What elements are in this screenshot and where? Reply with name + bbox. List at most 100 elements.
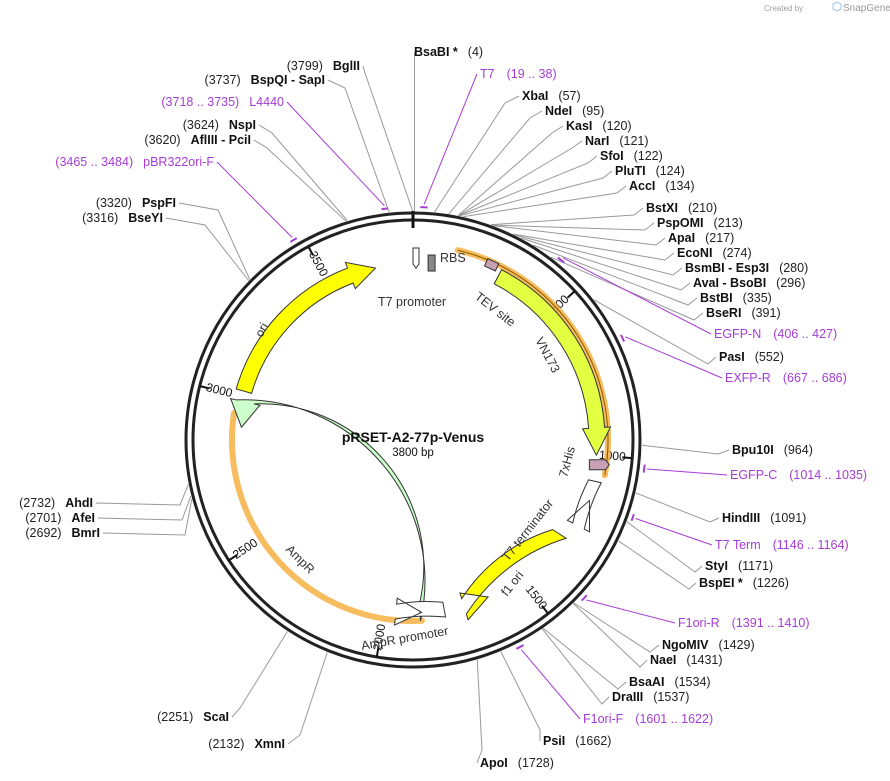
enzyme-position: (2732)	[19, 496, 55, 510]
leader-bstxi	[490, 207, 644, 226]
enzyme-pluti[interactable]: PluTI(124)	[615, 164, 685, 178]
enzyme-naei[interactable]: NaeI (1431)	[650, 653, 723, 667]
enzyme-afei[interactable]: (2701)AfeI	[25, 511, 95, 525]
enzyme-name: NspI	[229, 118, 256, 132]
enzyme-bsabi[interactable]: BsaBI *(4)	[414, 45, 483, 59]
leader-nari	[458, 140, 583, 216]
enzyme-name: PsiI	[543, 734, 565, 748]
enzyme-acci[interactable]: AccI(134)	[629, 179, 695, 193]
enzyme-bseri[interactable]: BseRI(391)	[706, 306, 781, 320]
enzyme-bsmbi-esp3i[interactable]: BsmBI - Esp3I(280)	[685, 261, 808, 275]
enzyme-kasi[interactable]: KasI(120)	[566, 119, 632, 133]
primer-t7[interactable]: T7(19 .. 38)	[480, 67, 557, 81]
enzyme-name: NaeI	[650, 653, 676, 667]
enzyme-position: (1662)	[575, 734, 611, 748]
enzyme-position: (1431)	[686, 653, 722, 667]
primer-leader-f1ori-r	[586, 599, 676, 624]
primer-exfp-r[interactable]: EXFP-R(667 .. 686)	[725, 371, 847, 385]
leader-ngomiv	[573, 602, 660, 653]
enzyme-position: (124)	[656, 164, 685, 178]
enzyme-name: PspOMI	[657, 216, 704, 230]
enzyme-bstbi[interactable]: BstBI(335)	[700, 291, 772, 305]
primer-range: (3718 .. 3735)	[161, 95, 239, 109]
enzyme-bspei[interactable]: BspEI * (1226)	[699, 576, 789, 590]
feature-tev-mark	[483, 258, 500, 272]
enzyme-name: BstXI	[646, 201, 678, 215]
enzyme-styi[interactable]: StyI(1171)	[705, 559, 773, 573]
enzyme-psii[interactable]: PsiI (1662)	[543, 734, 611, 748]
primer-f1ori-f[interactable]: F1ori-F(1601 .. 1622)	[583, 712, 713, 726]
enzyme-avai-bsobi[interactable]: AvaI - BsoBI(296)	[693, 276, 805, 290]
primer-pbr322ori-f[interactable]: (3465 .. 3484)pBR322ori-F	[55, 155, 214, 169]
leader-avai-bsobi	[520, 237, 691, 291]
credit-brand: SnapGene	[843, 3, 890, 14]
primer-mark-t7-term	[630, 513, 635, 522]
enzyme-name: NgoMIV	[662, 638, 709, 652]
leader-bglii	[362, 65, 414, 212]
enzyme-position: (57)	[558, 89, 580, 103]
primer-egfp-c[interactable]: EGFP-C(1014 .. 1035)	[730, 468, 867, 482]
enzyme-apoi[interactable]: ApoI(1728)	[480, 756, 554, 770]
leader-xmni	[287, 652, 328, 745]
enzyme-name: BspEI *	[699, 576, 743, 590]
enzyme-bspqi-sapi[interactable]: (3737)BspQI - SapI	[205, 73, 325, 87]
enzyme-position: (2132)	[208, 737, 244, 751]
enzyme-name: XmnI	[254, 737, 285, 751]
enzyme-position: (1226)	[753, 576, 789, 590]
leader-bsaai	[542, 627, 627, 690]
tick-label-3000: 3000	[205, 380, 235, 400]
tick-2500	[228, 554, 238, 562]
enzyme-position: (3799)	[287, 59, 323, 73]
enzyme-position: (2692)	[25, 526, 61, 540]
primer-egfp-n[interactable]: EGFP-N(406 .. 427)	[714, 327, 837, 341]
primer-f1ori-r[interactable]: F1ori-R(1391 .. 1410)	[678, 616, 810, 630]
enzyme-xbai[interactable]: XbaI(57)	[522, 89, 581, 103]
primer-t7-term[interactable]: T7 Term(1146 .. 1164)	[715, 538, 849, 552]
enzyme-econi[interactable]: EcoNI(274)	[677, 246, 752, 260]
enzyme-name: BspQI - SapI	[251, 73, 325, 87]
feature-label-ori[interactable]: ori	[252, 321, 271, 340]
leader-acci	[463, 185, 627, 218]
leader-bmri	[102, 499, 193, 536]
enzyme-pasi[interactable]: PasI(552)	[719, 350, 784, 364]
primer-l4440[interactable]: (3718 .. 3735)L4440	[161, 95, 284, 109]
enzyme-bmri[interactable]: (2692)BmrI	[25, 526, 100, 540]
enzyme-pspfi[interactable]: (3320)PspFI	[96, 196, 176, 210]
leader-bseyi	[165, 217, 250, 281]
enzyme-hindiii[interactable]: HindIII(1091)	[722, 511, 806, 525]
leader-pluti	[459, 170, 613, 217]
enzyme-bpu10i[interactable]: Bpu10I(964)	[732, 443, 813, 457]
enzyme-nari[interactable]: NarI(121)	[585, 134, 649, 148]
features	[229, 247, 612, 626]
feature-label-rbs[interactable]: RBS	[440, 251, 466, 265]
feature-label-tev-site[interactable]: TEV site	[472, 289, 518, 329]
enzyme-pspomi[interactable]: PspOMI(213)	[657, 216, 743, 230]
enzyme-name: PasI	[719, 350, 745, 364]
leader-scai	[231, 631, 288, 718]
primer-range: (1601 .. 1622)	[635, 712, 713, 726]
primer-name: T7	[480, 67, 495, 81]
enzyme-name: BseRI	[706, 306, 741, 320]
primer-name: EGFP-C	[730, 468, 777, 482]
enzyme-ahdi[interactable]: (2732)AhdI	[19, 496, 93, 510]
enzyme-draiii[interactable]: DraIII(1537)	[612, 690, 689, 704]
enzyme-bseyi[interactable]: (3316)BseYI	[82, 211, 163, 225]
enzyme-nspi[interactable]: (3624)NspI	[183, 118, 256, 132]
enzyme-xmni[interactable]: (2132) XmnI	[208, 737, 285, 751]
enzyme-name: PspFI	[142, 196, 176, 210]
enzyme-bsaai[interactable]: BsaAI(1534)	[629, 675, 711, 689]
feature-label-7xhis[interactable]: 7xHis	[556, 445, 578, 479]
leader-pspfi	[178, 202, 251, 280]
primer-leader-egfp-n	[562, 257, 712, 335]
enzyme-afliii-pcii[interactable]: (3620)AflIII - PciI	[144, 133, 251, 147]
enzyme-position: (3620)	[144, 133, 180, 147]
feature-label-t7-promoter[interactable]: T7 promoter	[378, 295, 446, 309]
enzyme-apai[interactable]: ApaI(217)	[668, 231, 734, 245]
enzyme-sfoi[interactable]: SfoI(122)	[600, 149, 663, 163]
enzyme-bstxi[interactable]: BstXI(210)	[646, 201, 717, 215]
enzyme-scai[interactable]: (2251)ScaI	[157, 710, 229, 724]
enzyme-ndei[interactable]: NdeI(95)	[545, 104, 604, 118]
enzyme-ngomiv[interactable]: NgoMIV(1429)	[662, 638, 755, 652]
primer-leader-t7-term	[635, 517, 713, 546]
enzyme-bglii[interactable]: (3799)BglII	[287, 59, 360, 73]
